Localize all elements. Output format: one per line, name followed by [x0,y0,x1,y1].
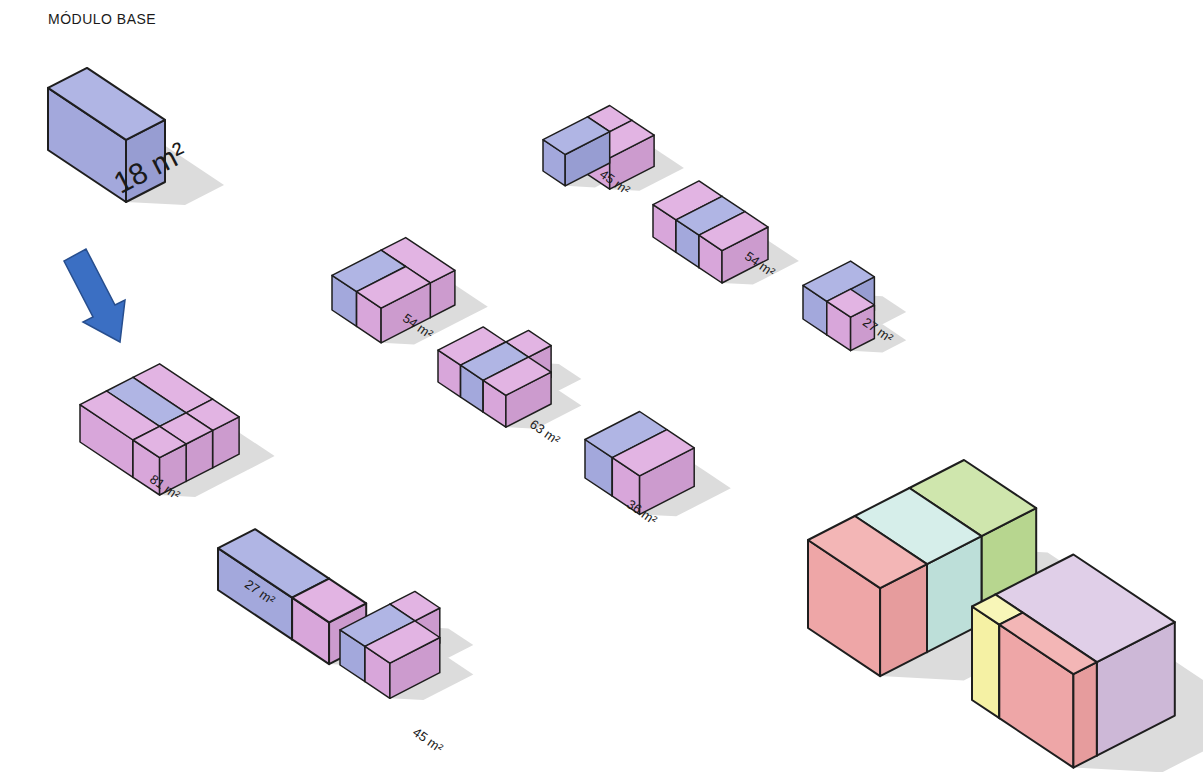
shadow-layer [48,130,1203,772]
module-top-face [612,430,694,476]
module-top-face [48,68,165,140]
module-top-face [365,621,440,663]
module-top-face [999,613,1097,674]
module-top-face [827,289,875,317]
module-top-face [292,579,366,623]
module-side-face [1073,662,1096,768]
module-front-face [972,607,999,719]
module-top-face [133,426,186,457]
module-title: MÓDULO BASE [48,12,156,26]
area-label: 45 m² [411,725,446,755]
module-top-face [483,357,551,395]
box-layer [48,68,1175,768]
module-top-face [808,516,927,588]
arrow [64,249,125,342]
module-top-face [357,267,431,309]
module-top-face [543,117,610,155]
module-top-face [699,212,768,251]
